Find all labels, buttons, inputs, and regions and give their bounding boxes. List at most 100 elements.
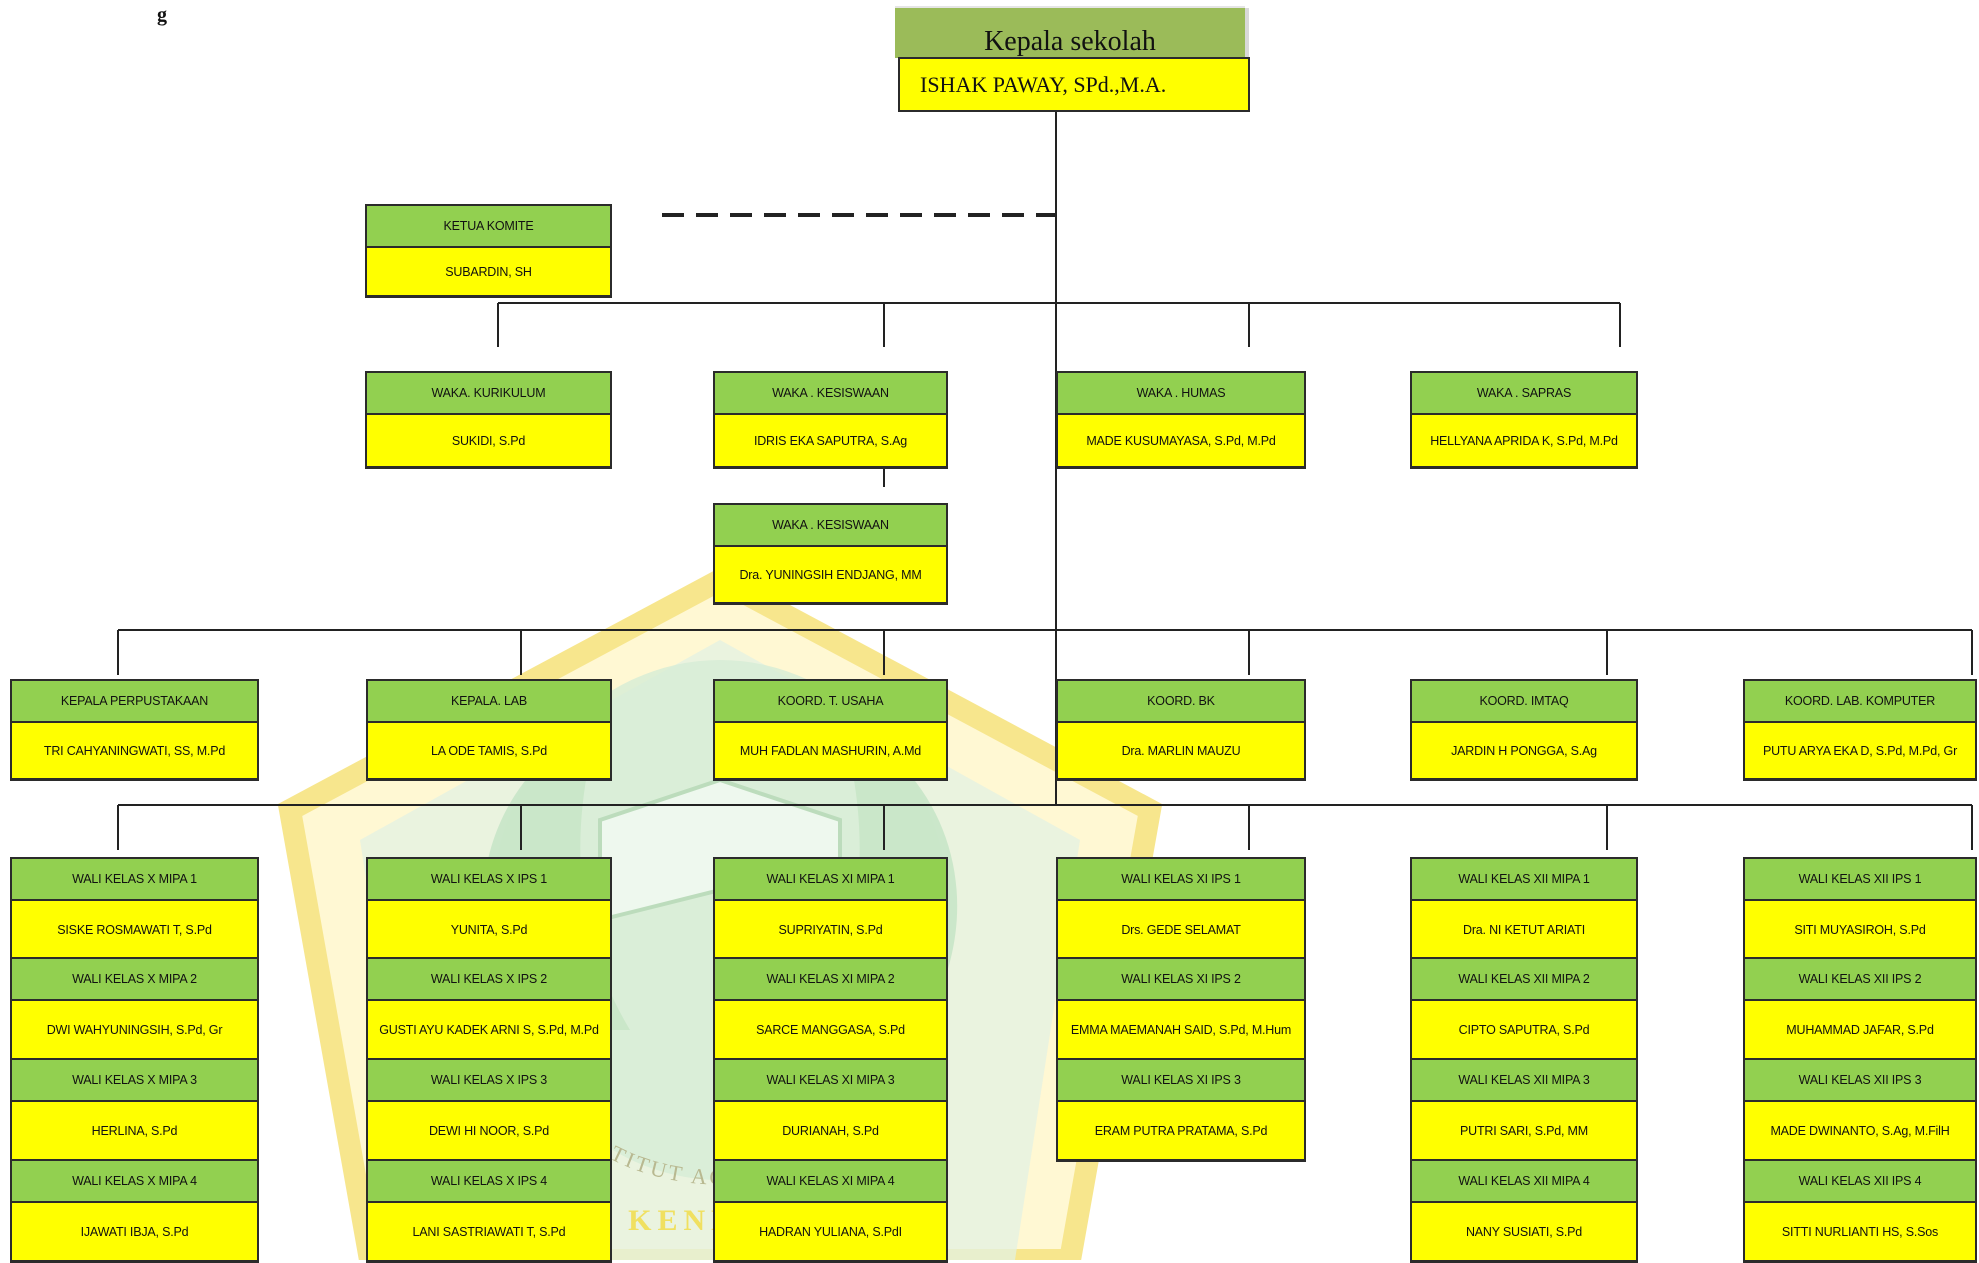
position-label: WALI KELAS XII MIPA 4 (1412, 1161, 1636, 1203)
person-name: SUBARDIN, SH (367, 248, 610, 295)
person-name: SITTI NURLIANTI HS, S.Sos (1745, 1203, 1975, 1260)
position-label: WALI KELAS XI MIPA 1 (715, 859, 946, 901)
person-name: SARCE MANGGASA, S.Pd (715, 1001, 946, 1058)
position-label: WALI KELAS XI MIPA 2 (715, 959, 946, 1001)
person-name: NANY SUSIATI, S.Pd (1412, 1203, 1636, 1260)
position-label: WALI KELAS XI MIPA 4 (715, 1161, 946, 1203)
principal-title: Kepala sekolah (895, 8, 1245, 58)
position-label: WAKA . KESISWAAN (715, 373, 946, 415)
position-label: WALI KELAS X IPS 1 (368, 859, 610, 901)
person-name: IJAWATI IBJA, S.Pd (12, 1203, 257, 1260)
position-label: WALI KELAS XII MIPA 1 (1412, 859, 1636, 901)
person-name: TRI CAHYANINGWATI, SS, M.Pd (12, 723, 257, 778)
position-label: KOORD. IMTAQ (1412, 681, 1636, 723)
position-label: WALI KELAS XI IPS 1 (1058, 859, 1304, 901)
position-label: WALI KELAS X IPS 2 (368, 959, 610, 1001)
person-name: LANI SASTRIAWATI T, S.Pd (368, 1203, 610, 1260)
person-name: GUSTI AYU KADEK ARNI S, S.Pd, M.Pd (368, 1001, 610, 1058)
person-name: DWI WAHYUNINGSIH, S.Pd, Gr (12, 1001, 257, 1058)
person-name: JARDIN H PONGGA, S.Ag (1412, 723, 1636, 778)
position-label: WALI KELAS XII IPS 1 (1745, 859, 1975, 901)
person-name: MADE DWINANTO, S.Ag, M.FilH (1745, 1102, 1975, 1159)
position-label: WAKA . HUMAS (1058, 373, 1304, 415)
person-name: Dra. MARLIN MAUZU (1058, 723, 1304, 778)
person-name: PUTU ARYA EKA D, S.Pd, M.Pd, Gr (1745, 723, 1975, 778)
position-label: WALI KELAS XII IPS 4 (1745, 1161, 1975, 1203)
position-label: KETUA KOMITE (367, 206, 610, 248)
person-name: HELLYANA APRIDA K, S.Pd, M.Pd (1412, 415, 1636, 466)
position-label: WALI KELAS XII MIPA 3 (1412, 1060, 1636, 1102)
person-name: YUNITA, S.Pd (368, 901, 610, 958)
person-name: Dra. NI KETUT ARIATI (1412, 901, 1636, 958)
person-name: ERAM PUTRA PRATAMA, S.Pd (1058, 1102, 1304, 1159)
person-name: HADRAN YULIANA, S.PdI (715, 1203, 946, 1260)
position-label: WAKA . KESISWAAN (715, 505, 946, 547)
person-name: HERLINA, S.Pd (12, 1102, 257, 1159)
person-name: SUKIDI, S.Pd (367, 415, 610, 466)
position-label: WALI KELAS X IPS 3 (368, 1060, 610, 1102)
person-name: MADE KUSUMAYASA, S.Pd, M.Pd (1058, 415, 1304, 466)
person-name: DEWI HI NOOR, S.Pd (368, 1102, 610, 1159)
person-name: PUTRI SARI, S.Pd, MM (1412, 1102, 1636, 1159)
stray-heading-fragment: g (157, 4, 167, 26)
person-name: MUHAMMAD JAFAR, S.Pd (1745, 1001, 1975, 1058)
person-name: DURIANAH, S.Pd (715, 1102, 946, 1159)
person-name: Dra. YUNINGSIH ENDJANG, MM (715, 547, 946, 602)
position-label: WALI KELAS XII IPS 3 (1745, 1060, 1975, 1102)
position-label: WALI KELAS XI IPS 3 (1058, 1060, 1304, 1102)
person-name: Drs. GEDE SELAMAT (1058, 901, 1304, 958)
principal-name: ISHAK PAWAY, SPd.,M.A. (898, 57, 1250, 112)
position-label: WALI KELAS XII MIPA 2 (1412, 959, 1636, 1001)
position-label: WALI KELAS XI MIPA 3 (715, 1060, 946, 1102)
person-name: MUH FADLAN MASHURIN, A.Md (715, 723, 946, 778)
position-label: WALI KELAS X MIPA 1 (12, 859, 257, 901)
position-label: WALI KELAS X MIPA 3 (12, 1060, 257, 1102)
position-label: WALI KELAS XII IPS 2 (1745, 959, 1975, 1001)
person-name: IDRIS EKA SAPUTRA, S.Ag (715, 415, 946, 466)
position-label: WALI KELAS X MIPA 2 (12, 959, 257, 1001)
position-label: WALI KELAS X IPS 4 (368, 1161, 610, 1203)
position-label: KOORD. BK (1058, 681, 1304, 723)
position-label: WAKA . SAPRAS (1412, 373, 1636, 415)
person-name: EMMA MAEMANAH SAID, S.Pd, M.Hum (1058, 1001, 1304, 1058)
person-name: LA ODE TAMIS, S.Pd (368, 723, 610, 778)
position-label: KOORD. T. USAHA (715, 681, 946, 723)
position-label: KEPALA. LAB (368, 681, 610, 723)
position-label: WALI KELAS X MIPA 4 (12, 1161, 257, 1203)
position-label: KOORD. LAB. KOMPUTER (1745, 681, 1975, 723)
person-name: SITI MUYASIROH, S.Pd (1745, 901, 1975, 958)
person-name: SUPRIYATIN, S.Pd (715, 901, 946, 958)
